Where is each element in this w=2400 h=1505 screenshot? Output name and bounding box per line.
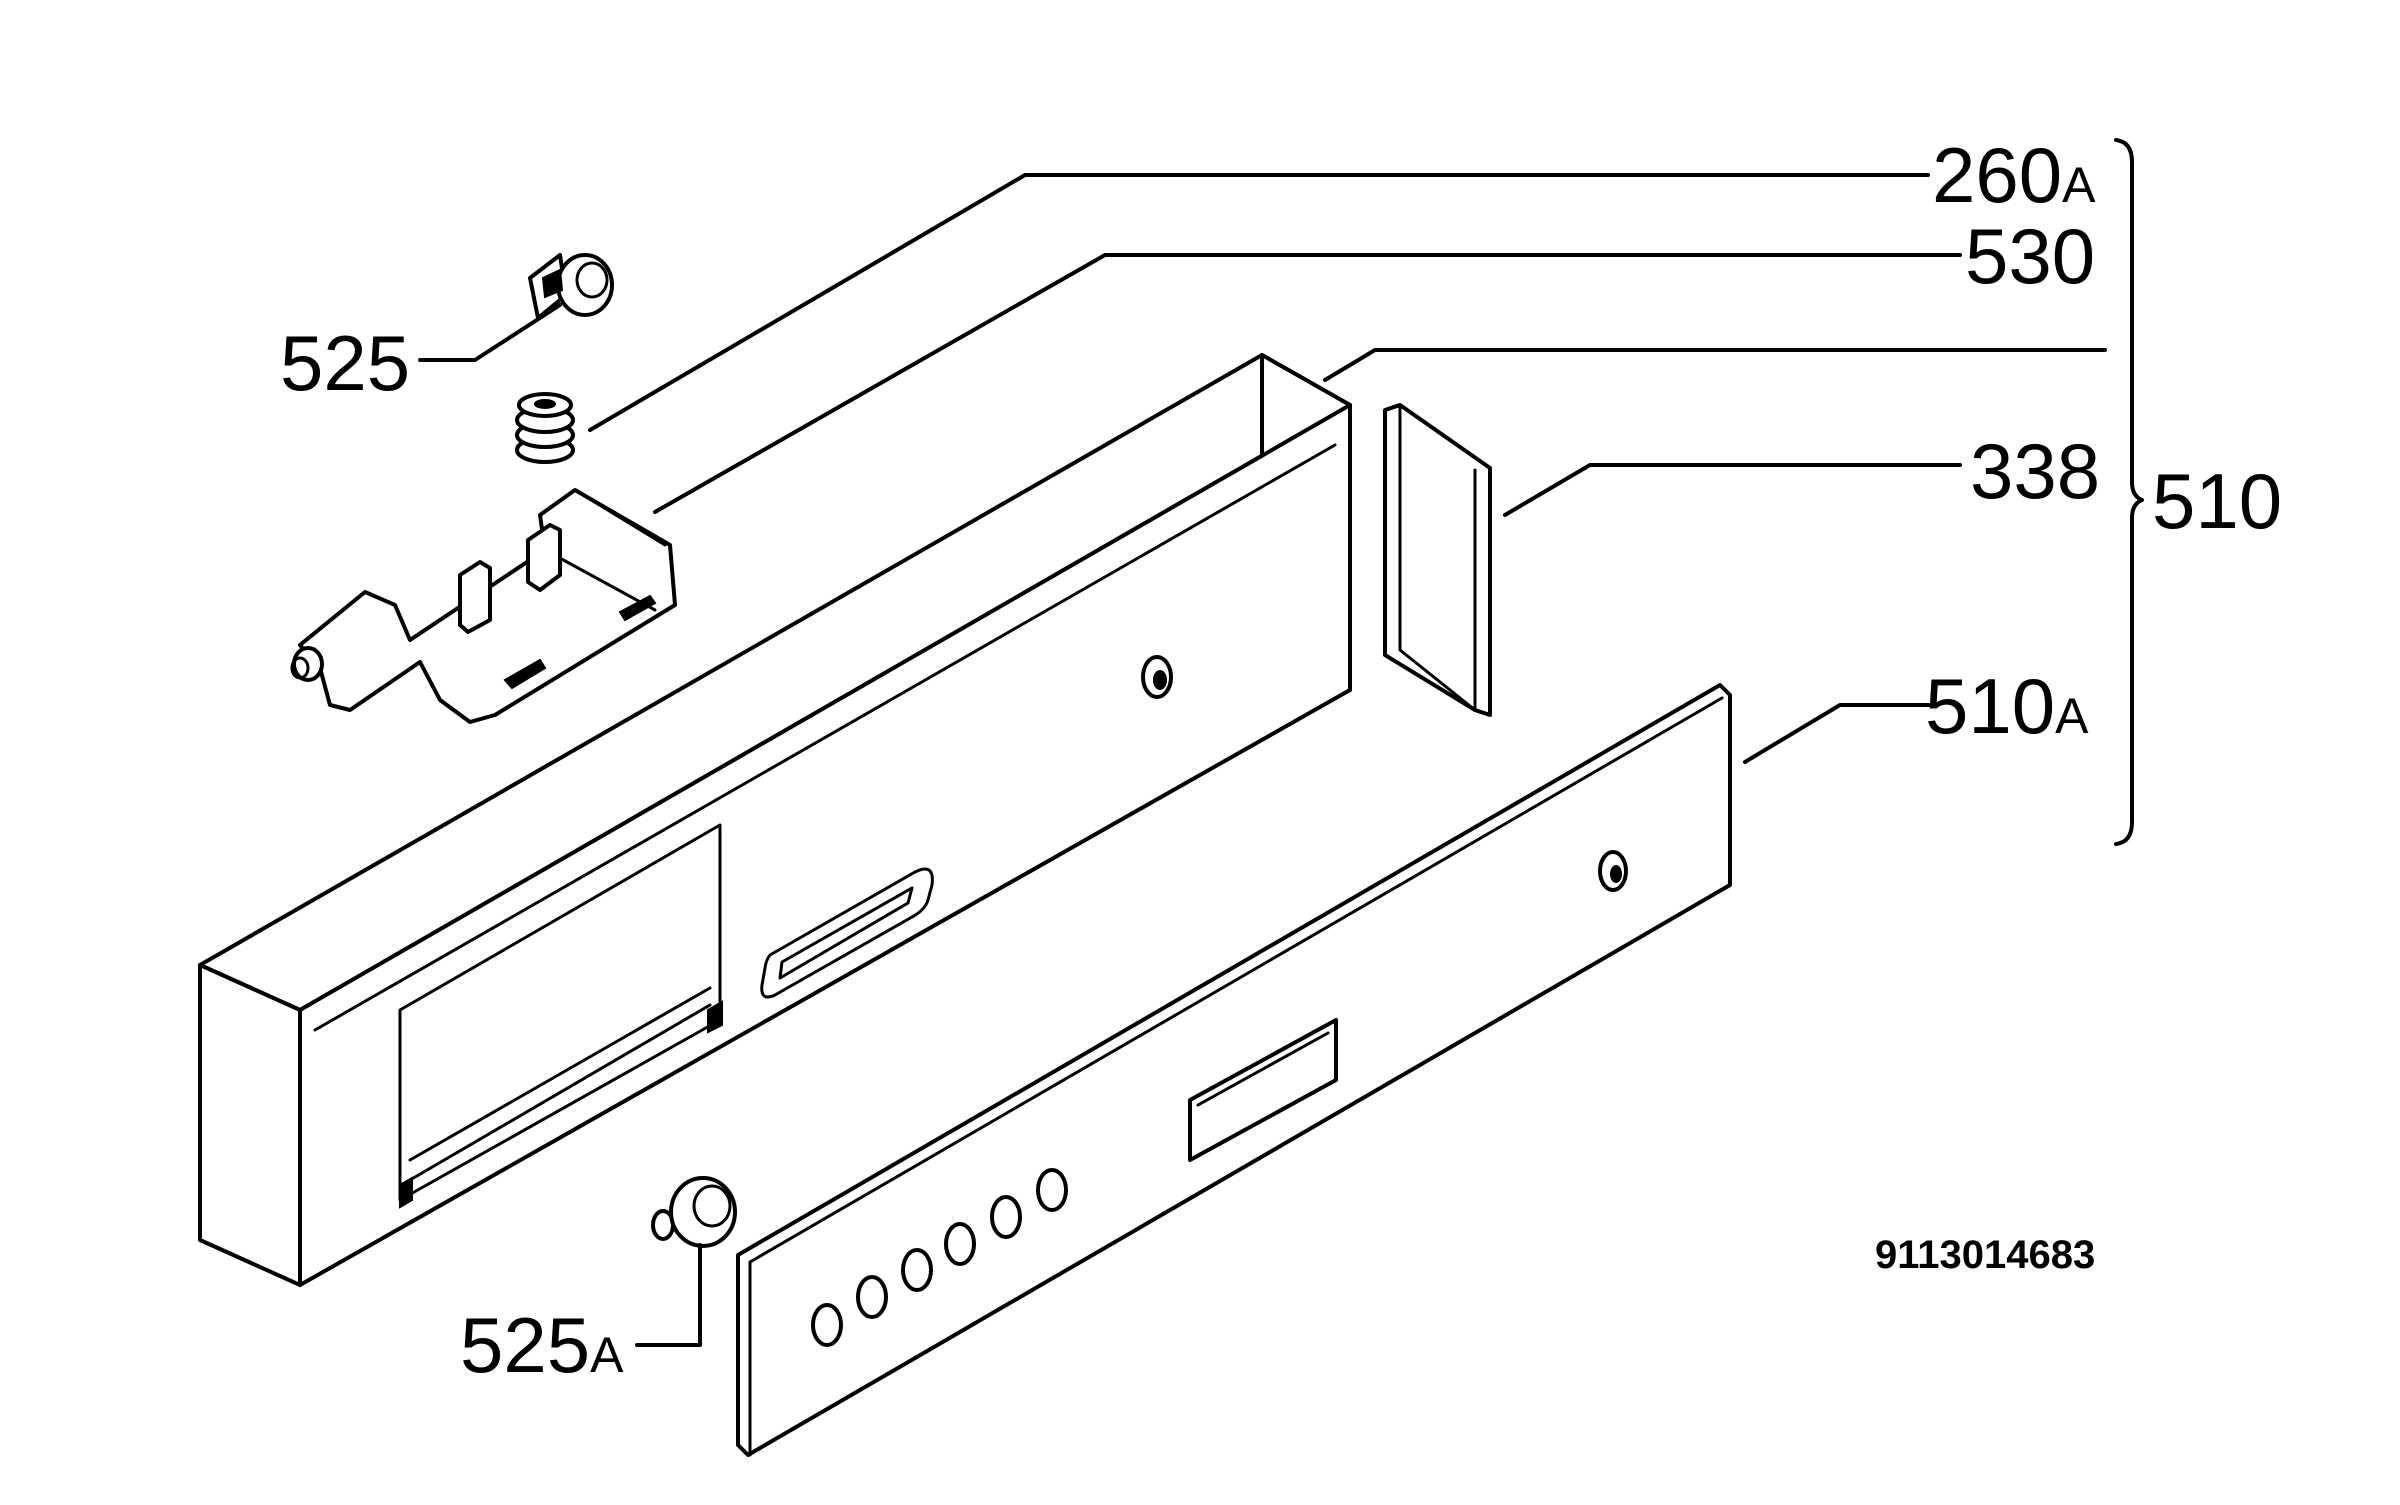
group-brace xyxy=(2114,138,2144,846)
leader-lines xyxy=(418,173,2107,1347)
label-530: 530 xyxy=(1965,212,2095,300)
label-525: 525 xyxy=(280,319,410,407)
small-knob xyxy=(528,253,614,320)
control-panel-housing xyxy=(198,353,1352,1287)
button-knob xyxy=(651,1176,737,1248)
diagram-reference-number: 9113014683 xyxy=(1875,1233,2095,1277)
label-510: 510 xyxy=(2152,457,2282,545)
label-525a: 525A xyxy=(460,1301,624,1389)
bracket-holder xyxy=(290,488,677,724)
label-510a: 510A xyxy=(1925,662,2089,750)
label-260a: 260A xyxy=(1932,131,2096,219)
label-338: 338 xyxy=(1970,427,2100,515)
side-insulation-pad xyxy=(1383,403,1492,717)
front-fascia-panel xyxy=(736,683,1732,1457)
spring xyxy=(515,392,575,464)
